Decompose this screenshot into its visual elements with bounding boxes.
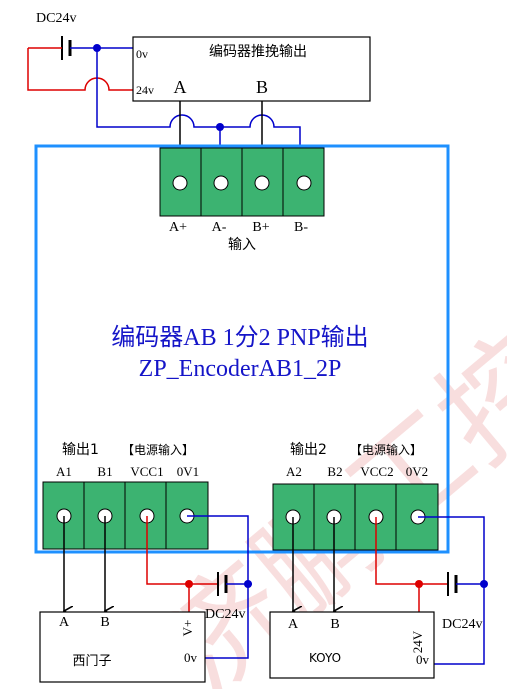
output1-label: 输出1 <box>62 442 99 458</box>
module-border <box>34 144 450 554</box>
encoder-pin-0v: 0v <box>136 47 148 61</box>
input-term-label: B+ <box>252 220 269 235</box>
device1-pin-a: A <box>59 615 70 630</box>
output2-term-label: A2 <box>286 464 302 479</box>
input-terminal-block <box>159 147 325 217</box>
device2-pin-0v: 0v <box>416 652 430 667</box>
device1-pin-b: B <box>100 615 109 630</box>
output1-term-label: 0V1 <box>177 464 199 479</box>
output2-term-label: B2 <box>327 464 342 479</box>
device1-pin-0v: 0v <box>184 650 198 665</box>
encoder-box: 编码器推挽输出 0v 24v A B <box>132 36 371 102</box>
device1-dc-label: DC24v <box>205 607 245 622</box>
input-term-label: B- <box>294 220 308 235</box>
input-label: 输入 <box>228 237 256 253</box>
device2-power-wiring <box>375 516 488 665</box>
top-power-wiring <box>27 44 304 181</box>
encoder-out-a: A <box>174 77 187 97</box>
output1-terminal-block <box>42 481 209 550</box>
output2-label: 输出2 <box>290 442 327 458</box>
module-title-cn: 编码器AB 1分2 PNP输出 <box>111 324 368 351</box>
top-battery-symbol <box>61 36 72 60</box>
device2-pin-b: B <box>330 617 339 632</box>
output2-power-note: 【电源输入】 <box>350 442 422 457</box>
device1-pin-vplus: V+ <box>180 620 195 637</box>
encoder-pin-24v: 24v <box>136 83 154 97</box>
encoder-out-b: B <box>256 77 268 97</box>
output1-term-label: B1 <box>97 464 112 479</box>
device2-pin-a: A <box>288 617 299 632</box>
output2-term-label: VCC2 <box>360 464 393 479</box>
module-title-model: ZP_EncoderAB1_2P <box>139 356 342 382</box>
output1-term-label: A1 <box>56 464 72 479</box>
output2-term-label: 0V2 <box>406 464 428 479</box>
device1-name: 西门子 <box>72 654 111 669</box>
input-term-label: A- <box>212 220 227 235</box>
device1-box: A B V+ 西门子 0v <box>39 611 206 683</box>
device2-name: KOYO <box>309 651 341 665</box>
device2-dc-label: DC24v <box>442 617 482 632</box>
input-term-label: A+ <box>169 220 187 235</box>
device1-power-wiring <box>146 515 252 659</box>
output2-terminal-block <box>272 483 439 551</box>
device2-box: A B 24V KOYO 0v <box>269 611 435 679</box>
device2-pin-24v: 24V <box>410 630 425 653</box>
encoder-title: 编码器推挽输出 <box>209 44 307 60</box>
output1-term-label: VCC1 <box>130 464 163 479</box>
output1-power-note: 【电源输入】 <box>122 442 194 457</box>
top-dc-label: DC24v <box>36 11 76 26</box>
